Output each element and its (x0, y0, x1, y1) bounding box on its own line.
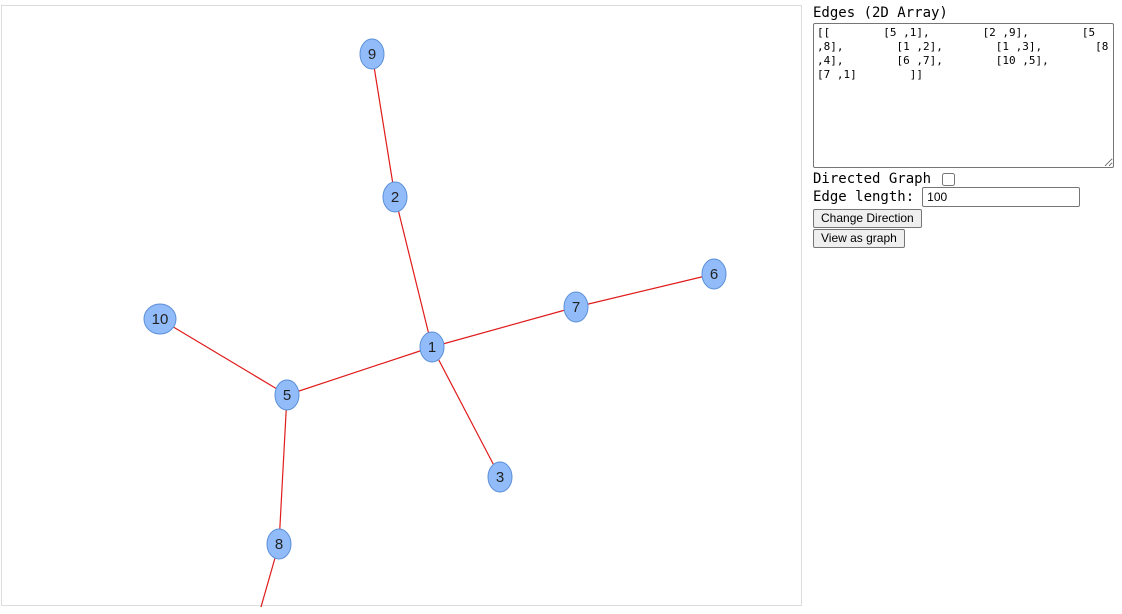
graph-svg[interactable]: 1 2 3 5 6 7 8 9 10 (2, 6, 803, 607)
node-circle (382, 181, 408, 213)
directed-row: Directed Graph (813, 170, 1118, 188)
edge-10-5 (159, 318, 288, 396)
edge-length-input[interactable] (922, 187, 1081, 207)
node-label: 1 (428, 339, 436, 356)
edge-1-2 (394, 196, 433, 348)
graph-node-5[interactable]: 5 (274, 379, 300, 411)
graph-node-7[interactable]: 7 (563, 291, 589, 323)
node-layer: 1 2 3 5 6 7 8 9 10 (143, 38, 727, 560)
node-circle (266, 528, 292, 560)
edge-2-9 (371, 53, 396, 198)
node-circle (487, 461, 513, 493)
graph-node-2[interactable]: 2 (382, 181, 408, 213)
edge-5-1 (286, 346, 433, 396)
change-direction-button[interactable]: Change Direction (813, 209, 922, 228)
node-circle (143, 303, 177, 335)
node-circle (563, 291, 589, 323)
node-label: 10 (152, 311, 169, 328)
graph-node-6[interactable]: 6 (701, 258, 727, 290)
node-label: 9 (368, 46, 376, 63)
view-as-graph-button[interactable]: View as graph (813, 229, 905, 248)
graph-node-1[interactable]: 1 (419, 331, 445, 363)
edge-7-1 (431, 306, 577, 348)
edge-length-row: Edge length: (813, 187, 1118, 207)
graph-node-9[interactable]: 9 (359, 38, 385, 70)
edge-1-3 (431, 346, 501, 478)
directed-graph-checkbox[interactable] (942, 172, 956, 186)
edge-6-7 (575, 273, 715, 308)
node-label: 2 (391, 189, 399, 206)
node-label: 5 (283, 387, 291, 404)
graph-canvas[interactable]: 1 2 3 5 6 7 8 9 10 (1, 5, 803, 607)
graph-node-8[interactable]: 8 (266, 528, 292, 560)
directed-graph-label: Directed Graph (813, 171, 932, 187)
edges-label: Edges (2D Array) (813, 5, 948, 21)
node-label: 8 (275, 536, 283, 553)
node-circle (701, 258, 727, 290)
graph-node-3[interactable]: 3 (487, 461, 513, 493)
node-circle (359, 38, 385, 70)
control-panel: Edges (2D Array) [[ [5 ,1], [2 ,9], [5 ,… (813, 5, 1118, 248)
node-circle (419, 331, 445, 363)
edge-length-label: Edge length: (813, 189, 915, 205)
node-circle (274, 379, 300, 411)
node-label: 7 (572, 299, 580, 316)
edges-textarea[interactable]: [[ [5 ,1], [2 ,9], [5 ,8], [1 ,2], [1 ,3… (813, 23, 1114, 168)
node-label: 6 (710, 266, 718, 283)
graph-node-10[interactable]: 10 (143, 303, 177, 335)
node-label: 3 (496, 469, 504, 486)
edge-5-8 (278, 394, 288, 545)
edge-layer (159, 53, 715, 607)
